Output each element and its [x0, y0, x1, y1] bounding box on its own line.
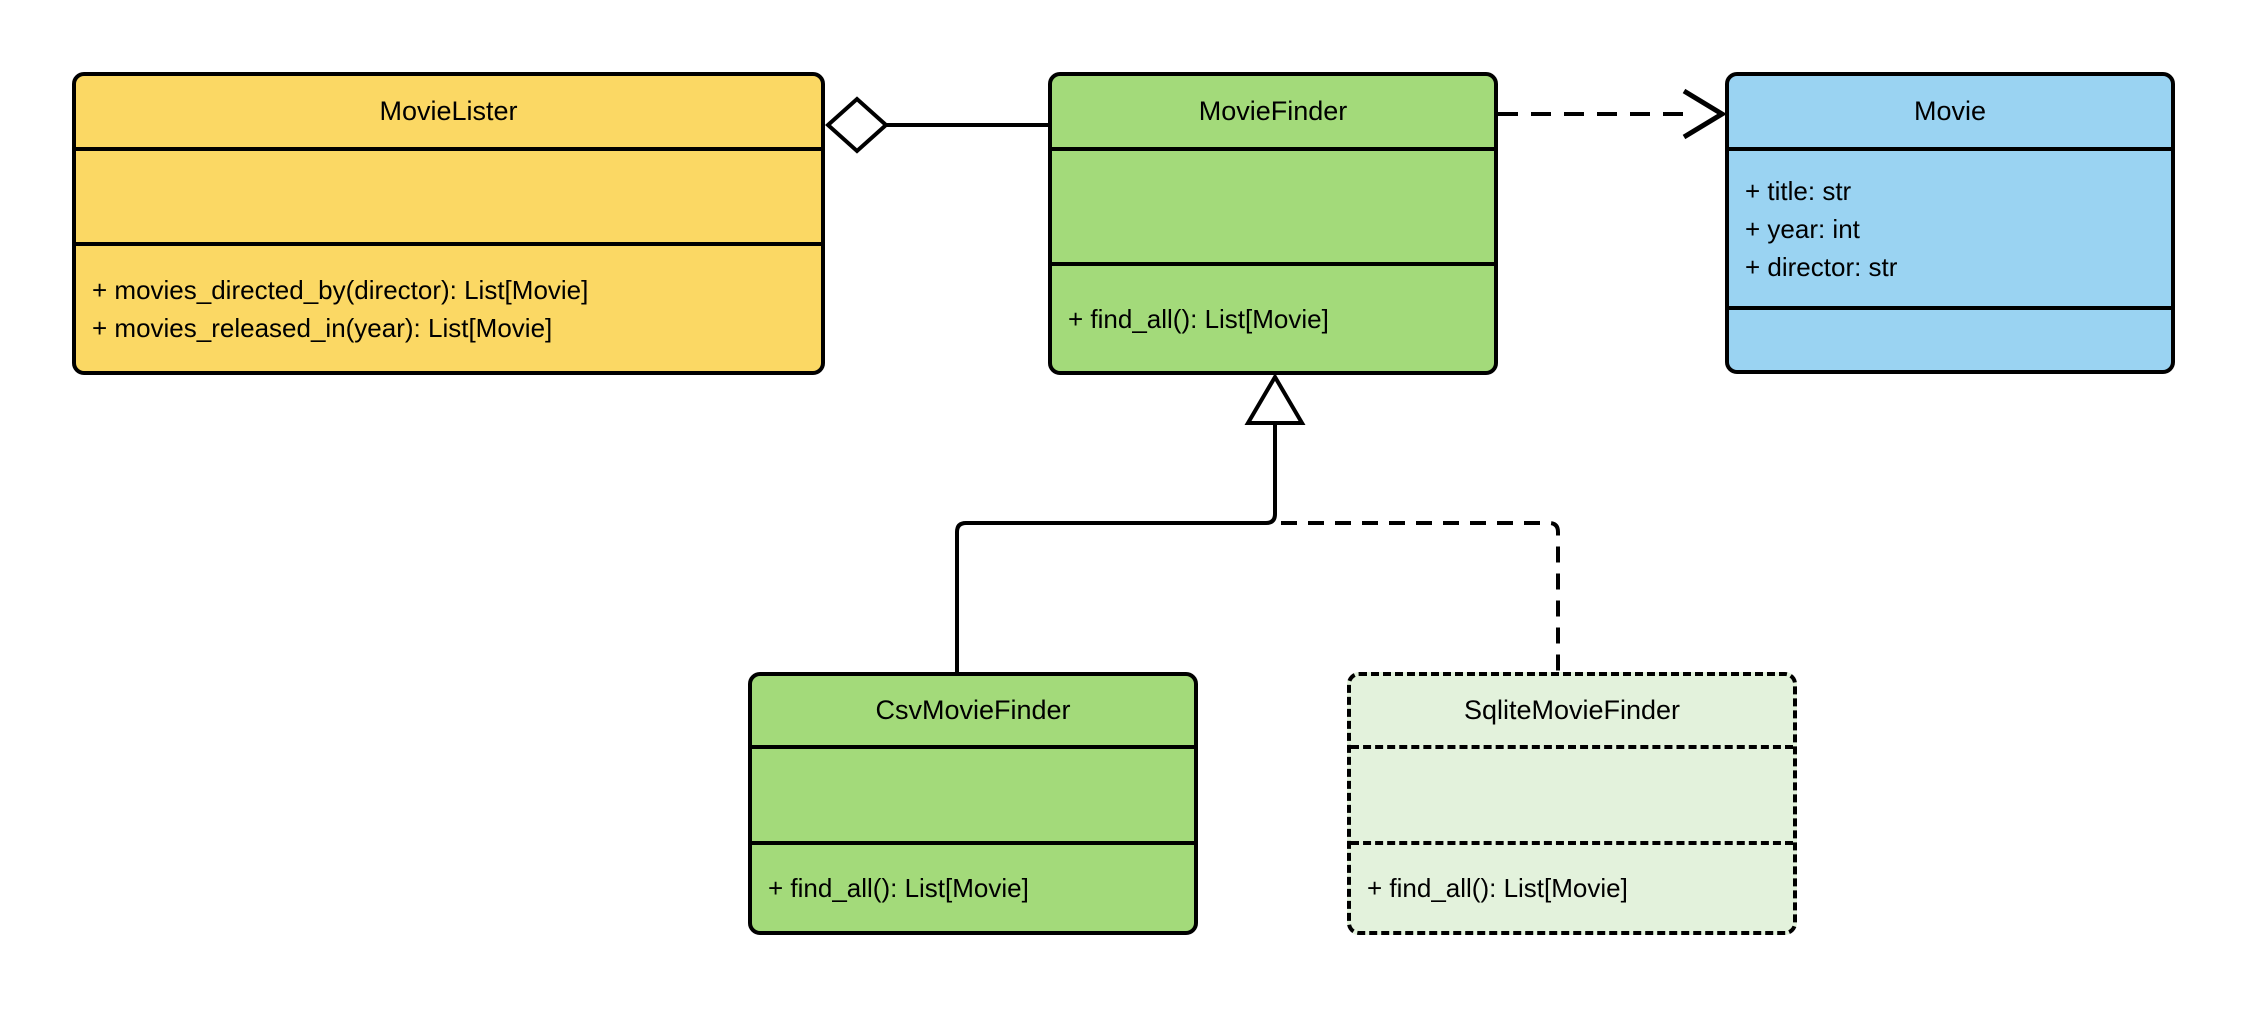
attribute-label: + year: int [1745, 213, 1860, 244]
dependency-connector-moviefinder-movie[interactable] [1498, 88, 1727, 140]
method-label: + find_all(): List[Movie] [768, 873, 1029, 903]
csvmoviefinder-attributes-compartment [752, 745, 1194, 841]
class-box-csvmoviefinder[interactable]: CsvMovieFinder + find_all(): List[Movie] [748, 672, 1198, 935]
class-title: MovieFinder [1198, 96, 1348, 126]
moviefinder-methods-compartment: + find_all(): List[Movie] [1052, 262, 1494, 371]
csvmoviefinder-title-compartment: CsvMovieFinder [752, 676, 1194, 745]
csvmoviefinder-methods-compartment: + find_all(): List[Movie] [752, 841, 1194, 931]
method-label: + find_all(): List[Movie] [1068, 303, 1329, 334]
class-title: SqliteMovieFinder [1463, 695, 1681, 725]
sqlitemoviefinder-methods-compartment: + find_all(): List[Movie] [1351, 841, 1793, 931]
class-box-movie[interactable]: Movie + title: str + year: int + directo… [1725, 72, 2175, 374]
class-title: MovieLister [379, 96, 518, 126]
method-label: + find_all(): List[Movie] [1367, 873, 1628, 903]
dependency-arrowhead-icon [1682, 88, 1727, 140]
method-label: + movies_released_in(year): List[Movie] [92, 312, 553, 343]
class-box-movielister[interactable]: MovieLister + movies_directed_by(directo… [72, 72, 825, 375]
aggregation-connector-movielister-moviefinder[interactable] [825, 96, 1052, 154]
attribute-label: + title: str [1745, 175, 1852, 206]
attribute-label: + director: str [1745, 251, 1898, 282]
class-title: CsvMovieFinder [875, 695, 1071, 725]
aggregation-diamond-icon [825, 96, 889, 154]
class-box-moviefinder[interactable]: MovieFinder + find_all(): List[Movie] [1048, 72, 1498, 375]
generalization-triangle-icon [1244, 373, 1306, 425]
movie-title-compartment: Movie [1729, 76, 2171, 147]
moviefinder-attributes-compartment [1052, 147, 1494, 262]
class-title: Movie [1913, 96, 1987, 126]
movielister-attributes-compartment [76, 147, 821, 242]
generalization-connector-csvmoviefinder-moviefinder[interactable] [955, 373, 1306, 674]
movie-methods-compartment [1729, 306, 2171, 370]
movielister-methods-compartment: + movies_directed_by(director): List[Mov… [76, 242, 821, 371]
sqlitemoviefinder-title-compartment: SqliteMovieFinder [1351, 676, 1793, 745]
moviefinder-title-compartment: MovieFinder [1052, 76, 1494, 147]
method-label: + movies_directed_by(director): List[Mov… [92, 274, 589, 305]
generalization-line-solid[interactable] [955, 421, 1277, 674]
movie-attributes-compartment: + title: str + year: int + director: str [1729, 147, 2171, 306]
generalization-connector-sqlitemoviefinder-moviefinder[interactable] [1281, 521, 1560, 674]
class-box-sqlitemoviefinder[interactable]: SqliteMovieFinder + find_all(): List[Mov… [1347, 672, 1797, 935]
sqlitemoviefinder-attributes-compartment [1351, 745, 1793, 841]
generalization-line-dashed[interactable] [1281, 521, 1560, 674]
movielister-title-compartment: MovieLister [76, 76, 821, 147]
